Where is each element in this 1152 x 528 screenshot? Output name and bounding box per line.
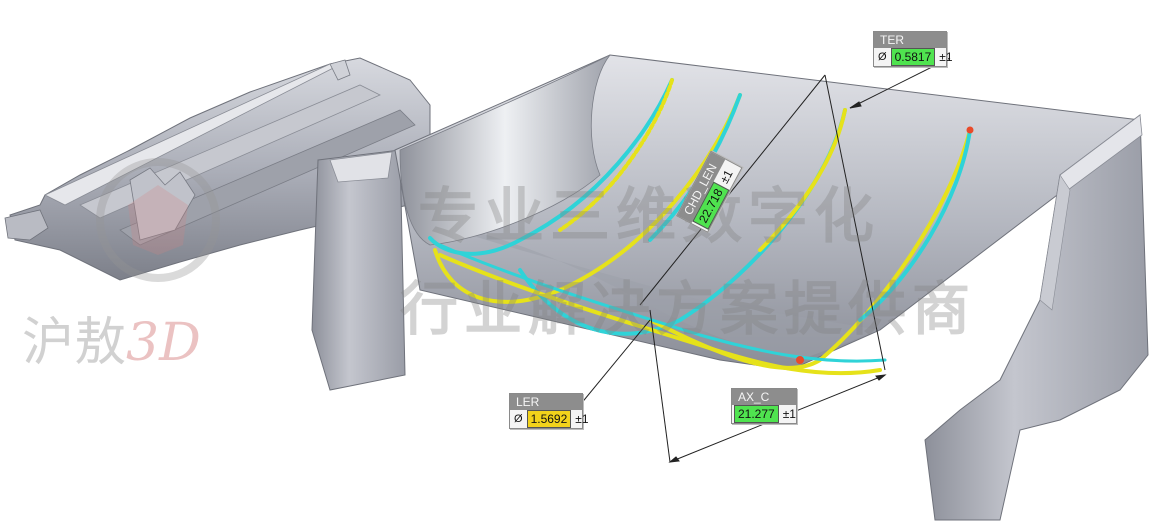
- watermark-logo: 沪敖3D: [22, 300, 201, 375]
- section-curves: [428, 78, 974, 376]
- callout-ler-tolerance: ±1: [575, 412, 589, 426]
- diameter-symbol: Ø: [514, 413, 523, 425]
- callout-ter-name: TER: [874, 32, 946, 48]
- callout-ler: LER Ø 1.5692 ±1: [509, 393, 589, 429]
- callout-ax-c-tolerance: ±1: [782, 407, 796, 421]
- watermark-line1: 专业三维数字化: [418, 182, 880, 252]
- watermark-line2: 行业解决方案提供商: [400, 275, 977, 343]
- callout-ax-c-value: 21.277: [734, 405, 779, 423]
- diameter-symbol: Ø: [878, 51, 887, 63]
- callout-ler-name: LER: [510, 394, 582, 410]
- callout-ter-tolerance: ±1: [939, 50, 953, 64]
- platform-right: [924, 114, 1149, 521]
- callout-ler-value: 1.5692: [526, 410, 572, 428]
- watermark-logo-cn: 沪敖: [22, 313, 127, 373]
- callout-ax-c-name: AX_C: [732, 389, 796, 405]
- callout-ter: TER Ø 0.5817 ±1: [873, 31, 953, 67]
- callout-ter-value: 0.5817: [890, 48, 936, 66]
- platform-left: [311, 149, 406, 391]
- callout-ax-c: AX_C 21.277 ±1: [731, 388, 797, 424]
- fillet-surface: [399, 54, 611, 246]
- watermark-logo-3d: 3D: [126, 313, 201, 373]
- watermark-emblem-icon: [96, 158, 220, 282]
- blade-root: [4, 57, 431, 281]
